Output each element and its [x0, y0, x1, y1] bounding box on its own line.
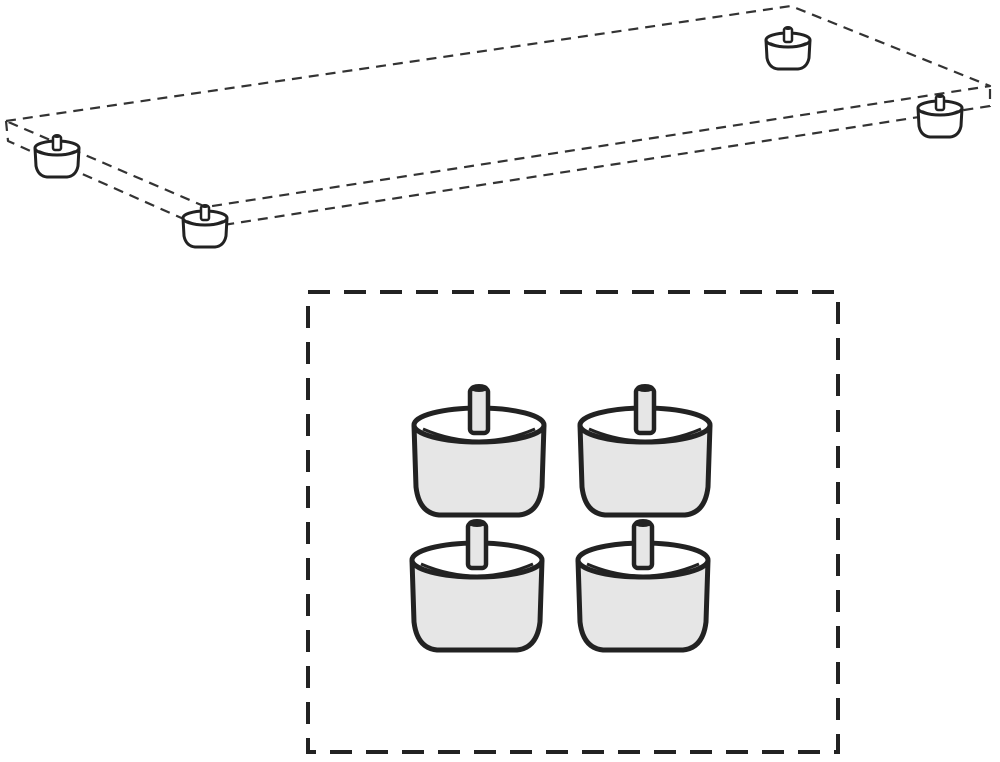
parts-box	[306, 290, 840, 754]
shelf-panel-icon	[4, 4, 992, 230]
furniture-glide-icon	[578, 519, 708, 650]
furniture-glide-icon	[916, 92, 964, 139]
furniture-glide-icon	[414, 384, 544, 515]
furniture-glide-icon	[33, 132, 81, 179]
furniture-glide-icon	[580, 384, 710, 515]
furniture-glide-icon	[764, 24, 812, 71]
panel-glides	[33, 24, 964, 249]
furniture-glide-icon	[412, 519, 542, 650]
parts-glides	[412, 384, 710, 650]
furniture-glide-icon	[181, 202, 229, 249]
